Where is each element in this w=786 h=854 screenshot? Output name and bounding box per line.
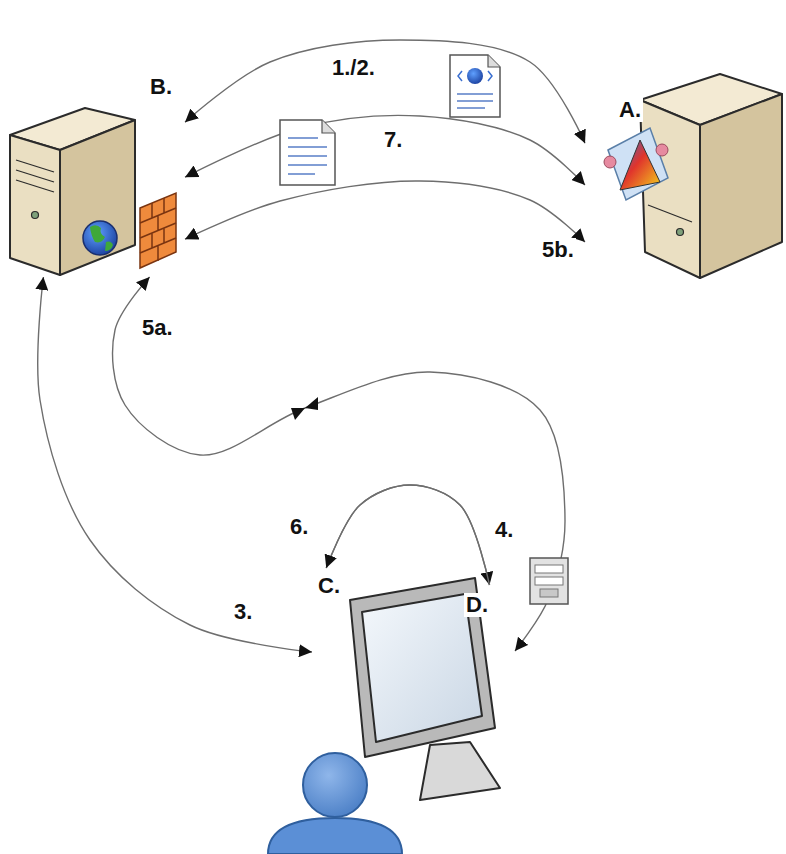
document-globe — [467, 68, 483, 84]
flow-connector — [185, 40, 585, 143]
monitor-stand — [420, 742, 500, 800]
server-front — [640, 100, 700, 278]
callout-number: 7. — [382, 128, 404, 152]
monitor-bezel — [350, 578, 495, 757]
form-frame — [530, 558, 568, 604]
left-server — [10, 108, 135, 275]
meeting-arrowheads — [291, 397, 318, 420]
bowtie-head — [305, 397, 318, 410]
globe-land — [105, 241, 113, 251]
app-panel — [608, 128, 668, 200]
document-fold — [488, 55, 500, 67]
callout-number: 5b. — [540, 238, 576, 262]
bowtie-head — [291, 408, 305, 420]
web-globe — [83, 221, 117, 255]
firewall — [140, 193, 176, 268]
callout-number: 1./2. — [330, 56, 377, 80]
server-side — [60, 120, 135, 275]
firewall-wall — [140, 193, 176, 268]
app-prism — [620, 140, 660, 190]
user-figure — [268, 753, 402, 854]
callout-number: 4. — [493, 518, 515, 542]
flow-connector — [185, 115, 585, 185]
power-light — [32, 212, 39, 219]
globe-land — [90, 225, 105, 242]
server-a: A. — [585, 90, 783, 280]
node-letter: A. — [617, 98, 643, 122]
monitor-screen — [362, 594, 482, 742]
form-field — [535, 577, 563, 585]
server-front — [10, 135, 60, 275]
node-letter: C. — [316, 574, 342, 598]
callout-number: 5a. — [140, 316, 175, 340]
callout-number: 6. — [288, 515, 310, 539]
text-document — [280, 120, 335, 185]
flow-connector — [326, 485, 489, 585]
form-icon — [530, 558, 568, 604]
callout-number: 3. — [232, 600, 254, 624]
drive-slot — [648, 205, 692, 222]
application-icon — [604, 128, 668, 200]
web-document — [450, 55, 500, 117]
node-letter: B. — [148, 75, 174, 99]
flow-connector — [185, 181, 585, 242]
app-knob — [604, 156, 616, 168]
flow-connector — [326, 485, 489, 585]
user-head — [303, 753, 367, 817]
form-button — [540, 589, 558, 597]
document-page — [280, 120, 335, 185]
drive-slot — [16, 160, 54, 172]
power-light — [677, 229, 684, 236]
document-lines — [457, 94, 493, 108]
server-side — [700, 94, 782, 278]
node-letter: D. — [464, 593, 490, 617]
firewall-bricks — [140, 198, 176, 261]
flow-connector — [38, 277, 312, 652]
monitor — [350, 578, 500, 800]
document-fold — [322, 120, 335, 133]
globe-sphere — [83, 221, 117, 255]
document-page — [450, 55, 500, 117]
server-b: B. — [8, 105, 185, 277]
drive-slot — [16, 180, 54, 192]
app-knob — [656, 144, 668, 156]
flow-connector — [113, 277, 565, 651]
client-c: C. — [312, 568, 407, 708]
drive-slot — [16, 170, 54, 182]
form-field — [535, 565, 563, 573]
user-body — [268, 818, 402, 854]
client-d: D. — [430, 585, 515, 705]
document-brackets — [458, 71, 492, 81]
document-lines — [288, 138, 327, 174]
